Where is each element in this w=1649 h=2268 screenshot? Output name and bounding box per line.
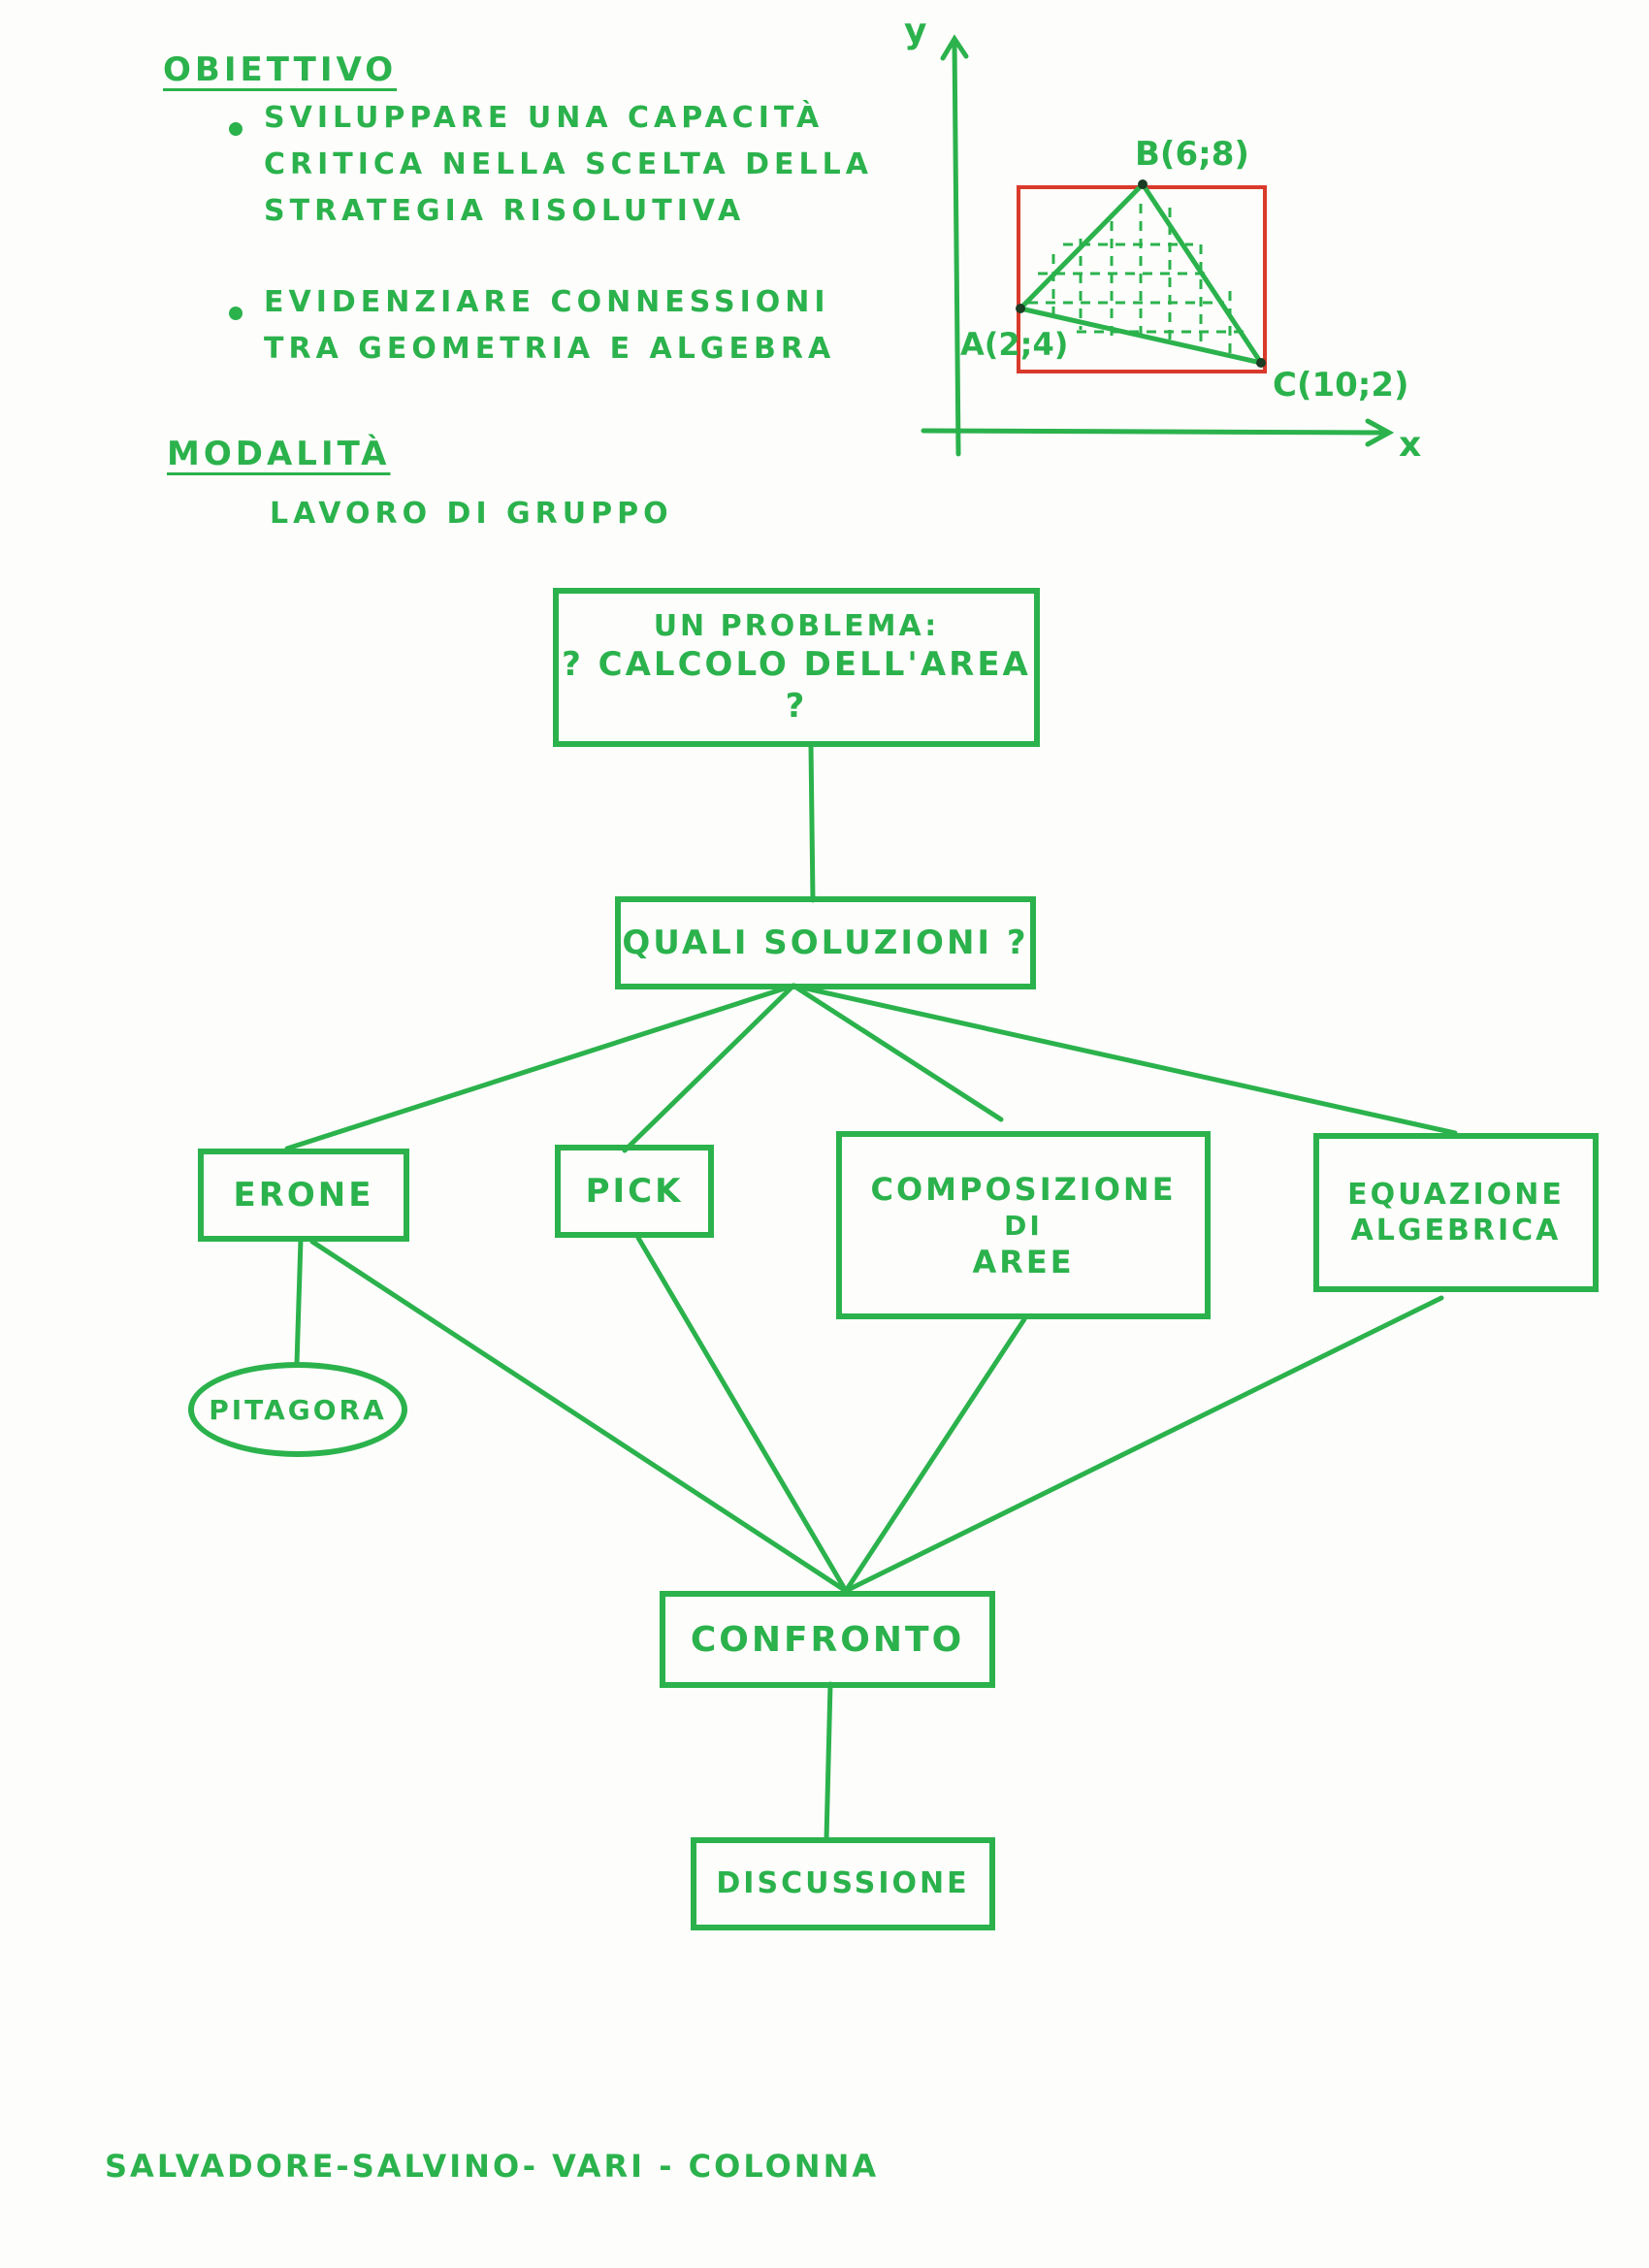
question-label: QUALI SOLUZIONI ? [622,923,1029,962]
method-erone-label: ERONE [233,1175,374,1215]
method-erone: ERONE [198,1149,409,1242]
connector-question-pick [622,983,796,1153]
point-b-marker [1138,179,1148,189]
connector-problem-question [808,742,816,903]
point-a-label: A(2;4) [960,326,1068,363]
connector-composizione-confronto [843,1316,1027,1594]
method-composizione: COMPOSIZIONE DI AREE [836,1131,1211,1319]
connector-equazione-confronto [843,1295,1444,1594]
method-composizione-line-3: AREE [972,1243,1075,1280]
objective-bullet-1-line-1: SVILUPPARE UNA CAPACITÀ [264,101,824,135]
connector-pick-confronto [635,1235,849,1594]
problem-line-2: ? CALCOLO DELL'AREA ? [562,645,1031,726]
discussione-label: DISCUSSIONE [716,1866,970,1901]
method-composizione-line-1: COMPOSIZIONE [870,1170,1177,1208]
connector-question-composizione [791,983,1004,1122]
connector-confronto-discussione [824,1681,833,1842]
connector-erone-pitagora [294,1237,304,1367]
flow-connectors [284,742,1458,1842]
objective-bullet-2-line-2: TRA GEOMETRIA E ALGEBRA [264,332,836,366]
graph-axes [921,34,1395,457]
point-b-label: B(6;8) [1135,135,1249,174]
authors: SALVADORE-SALVINO- VARI - COLONNA [105,2148,880,2185]
connector-question-erone [284,983,796,1151]
objective-bullet-1-line-2: CRITICA NELLA SCELTA DELLA [264,147,873,181]
mode-heading: MODALITÀ [167,435,391,473]
connector-question-equazione [791,983,1458,1136]
connector-erone-confronto [309,1239,849,1594]
problem-box: UN PROBLEMA: ? CALCOLO DELL'AREA ? [553,588,1040,747]
point-c-marker [1256,358,1266,368]
confronto-box: CONFRONTO [660,1591,995,1688]
method-equazione-line-1: EQUAZIONE [1347,1177,1565,1212]
pitagora-label: PITAGORA [209,1393,387,1426]
triangle-abc [1018,181,1264,366]
method-composizione-line-2: DI [1004,1209,1043,1242]
y-axis-label: y [904,12,926,51]
objective-heading: OBIETTIVO [163,50,398,89]
mode-text: LAVORO DI GRUPPO [270,497,673,531]
confronto-label: CONFRONTO [690,1619,965,1660]
discussione-box: DISCUSSIONE [691,1837,995,1930]
y-axis-arrow [940,34,969,61]
x-axis [921,428,1390,436]
y-axis [952,40,961,457]
point-c-label: C(10;2) [1273,366,1409,405]
bullet-dot [229,122,242,136]
method-pick: PICK [555,1145,714,1238]
method-pick-label: PICK [585,1171,684,1211]
point-a-marker [1016,304,1025,313]
objective-bullet-1-line-3: STRATEGIA RISOLUTIVA [264,194,746,228]
x-axis-label: x [1399,425,1421,465]
pitagora-ellipse: PITAGORA [188,1362,407,1457]
question-box: QUALI SOLUZIONI ? [615,896,1036,989]
problem-line-1: UN PROBLEMA: [653,608,940,643]
method-equazione: EQUAZIONE ALGEBRICA [1313,1133,1599,1292]
x-axis-arrow [1365,418,1395,447]
bullet-dot [229,307,242,320]
objective-bullet-2-line-1: EVIDENZIARE CONNESSIONI [264,285,830,319]
method-equazione-line-2: ALGEBRICA [1350,1214,1562,1247]
